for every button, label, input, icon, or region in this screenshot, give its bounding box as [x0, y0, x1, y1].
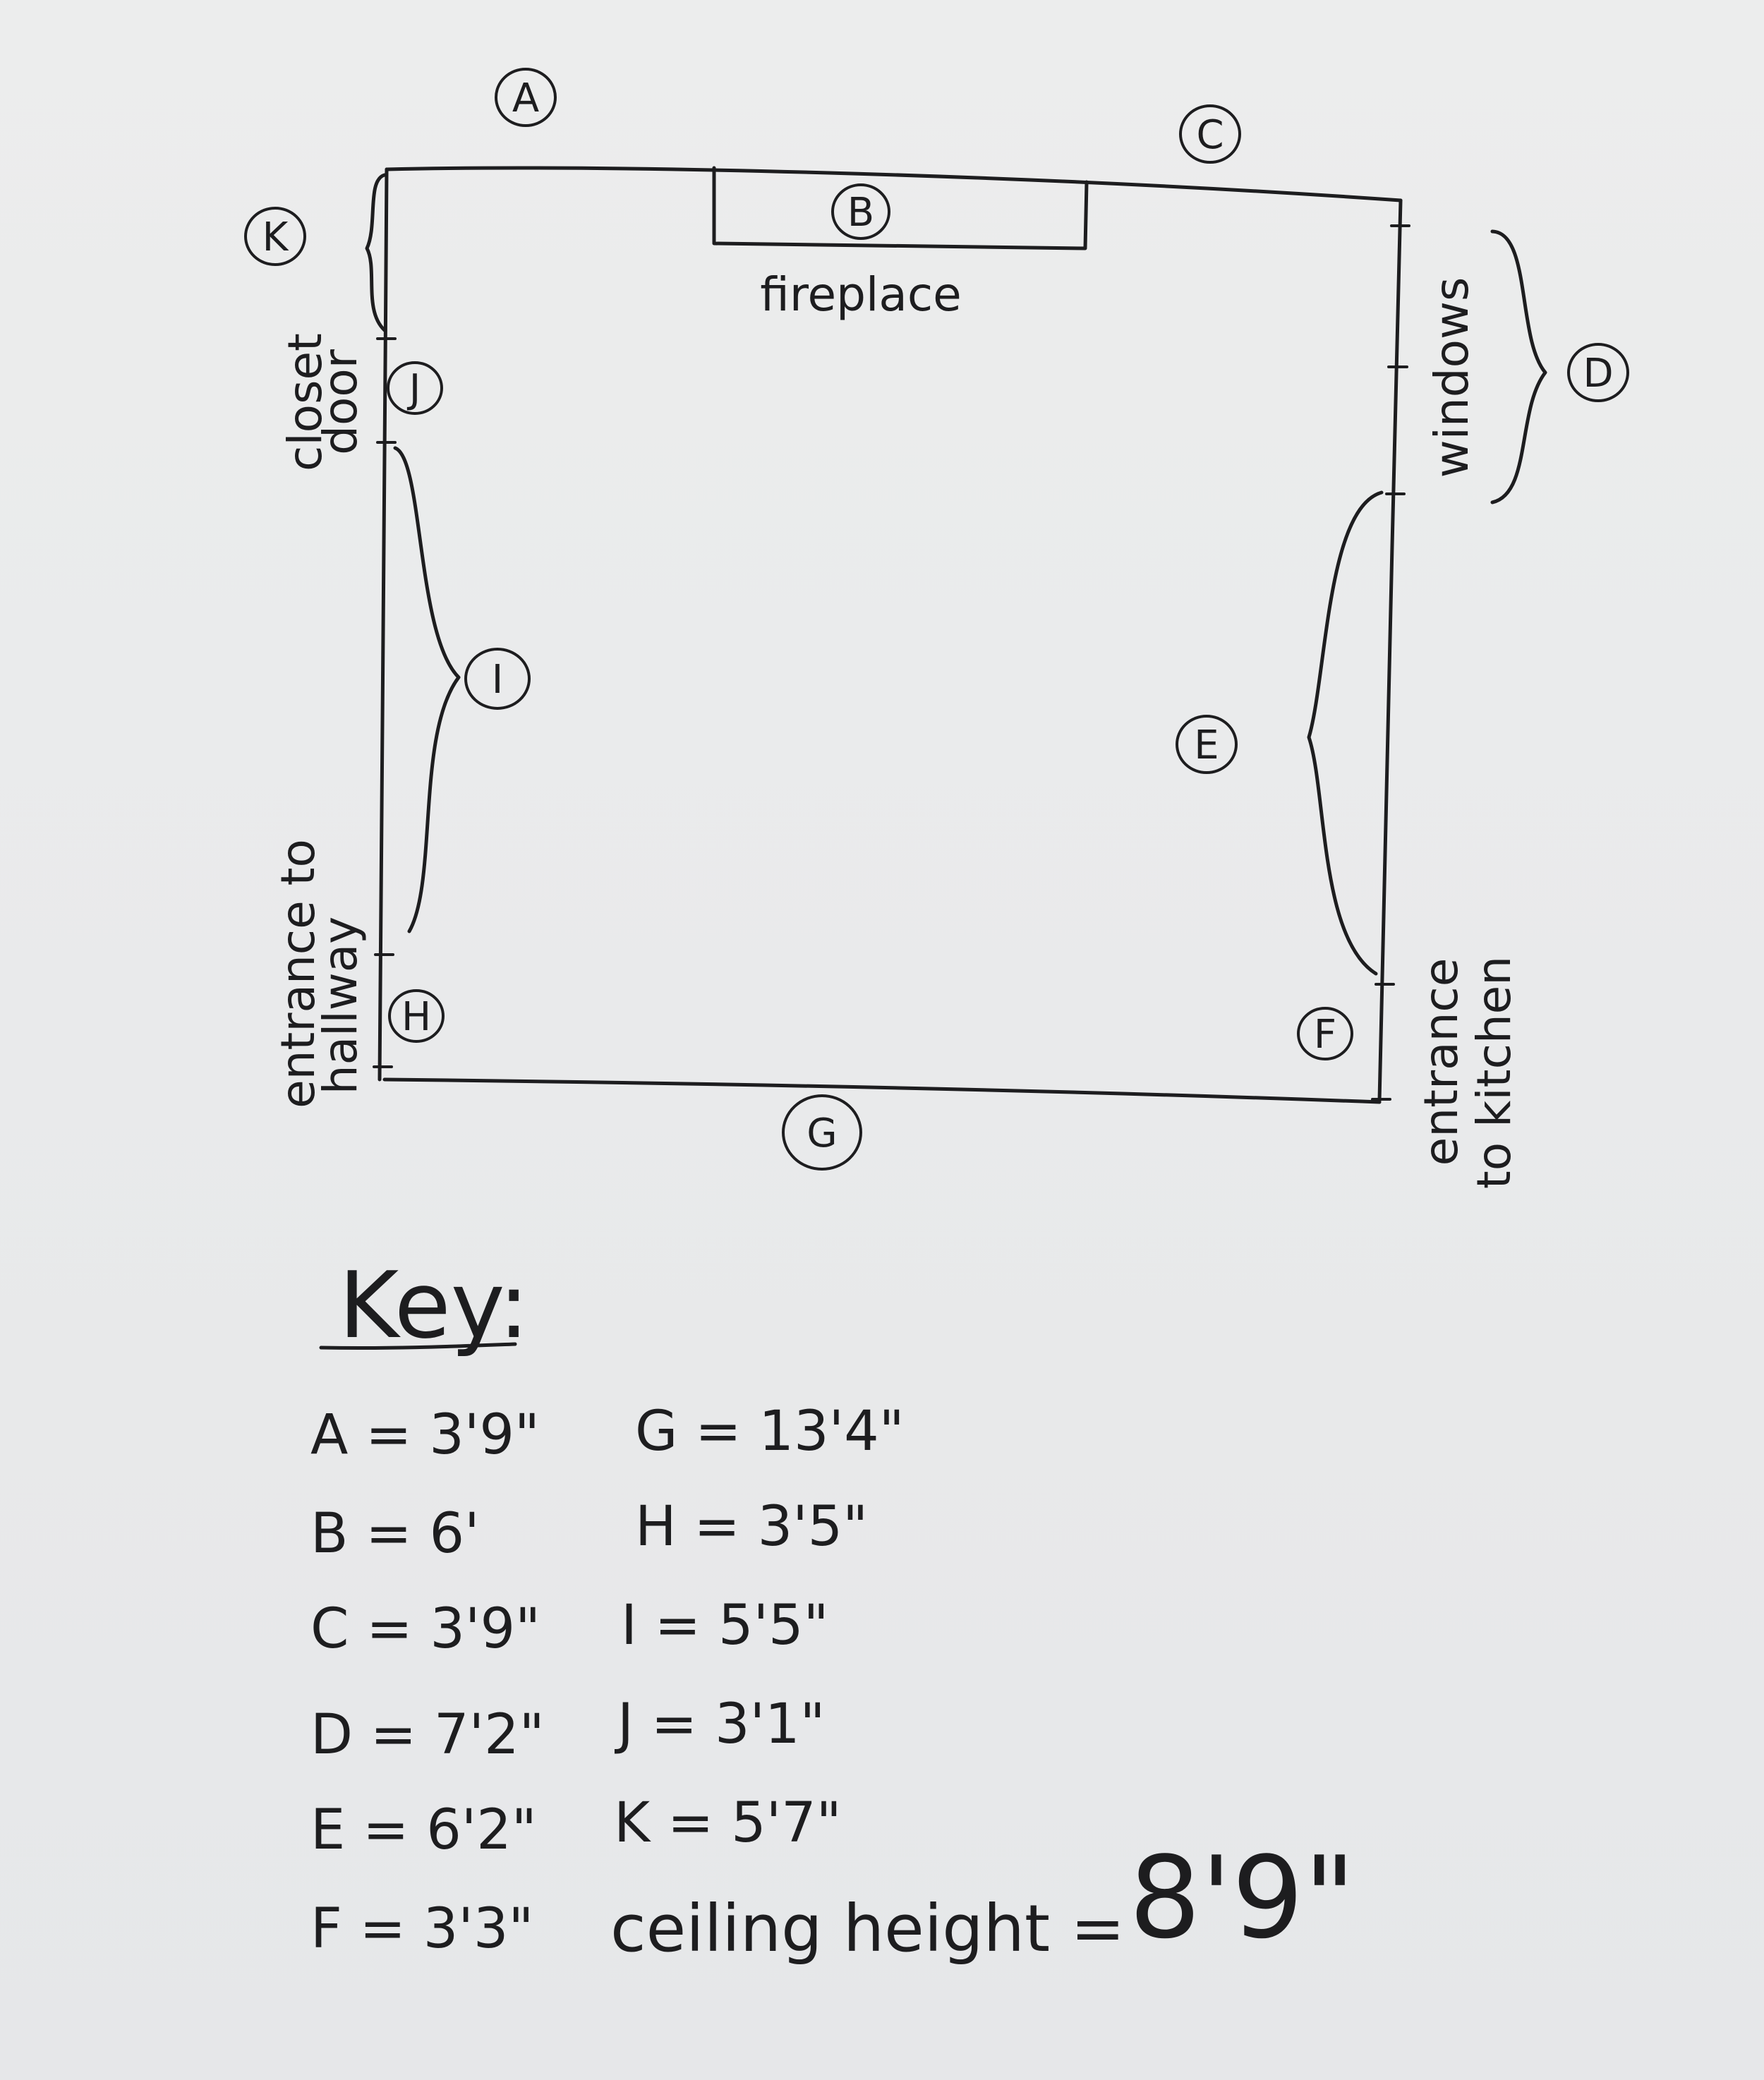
- svg-text:F: F: [1314, 1012, 1336, 1058]
- label-j: J: [387, 361, 443, 415]
- key-row: G = 13'4": [635, 1400, 905, 1463]
- hallway-label-line2: hallway: [313, 917, 368, 1094]
- wall-top: [385, 166, 1403, 202]
- ceiling-height-value: 8'9": [1129, 1832, 1355, 1964]
- label-g: G: [782, 1094, 862, 1171]
- wall-bottom: [382, 1077, 1382, 1104]
- svg-text:A: A: [512, 75, 539, 121]
- key-left-column: A = 3'9" B = 6' C = 3'9" D = 7'2" E = 6'…: [310, 1403, 545, 1961]
- brace-d: [1490, 229, 1547, 504]
- windows-label: windows: [1425, 277, 1479, 478]
- fireplace-box: [712, 166, 1089, 250]
- wall-left: [377, 167, 389, 1082]
- brace-k: [365, 173, 387, 332]
- key-underline: [319, 1342, 517, 1350]
- key-row: A = 3'9": [310, 1403, 540, 1467]
- svg-text:I: I: [492, 657, 504, 703]
- brace-e: [1307, 490, 1384, 976]
- key-row: B = 6': [310, 1502, 480, 1566]
- label-k: K: [244, 207, 306, 266]
- key-row: C = 3'9": [310, 1597, 540, 1661]
- svg-text:B: B: [847, 190, 874, 236]
- hallway-label-line1: entrance to: [271, 839, 325, 1108]
- svg-text:H: H: [401, 994, 431, 1040]
- brace-i: [393, 446, 461, 933]
- label-f: F: [1297, 1007, 1353, 1060]
- label-h: H: [388, 989, 445, 1043]
- key-right-column: G = 13'4" H = 3'5" I = 5'5" J = 3'1" K =…: [614, 1400, 905, 1855]
- kitchen-label-line2: to kitchen: [1467, 956, 1521, 1189]
- svg-text:D: D: [1583, 351, 1613, 397]
- key-row: F = 3'3": [310, 1897, 533, 1961]
- fireplace-label: fireplace: [760, 267, 961, 322]
- label-a: A: [495, 68, 557, 127]
- label-b: B: [831, 183, 890, 240]
- ceiling-height-label: ceiling height =: [610, 1891, 1125, 1966]
- svg-text:J: J: [407, 366, 421, 412]
- kitchen-label-line1: entrance: [1414, 958, 1468, 1166]
- closet-label-line2: door: [313, 349, 368, 455]
- label-d: D: [1567, 343, 1629, 402]
- label-i: I: [464, 648, 531, 710]
- key-title: Key:: [339, 1252, 529, 1359]
- closet-label-line1: closet: [278, 333, 332, 471]
- key-row: H = 3'5": [635, 1495, 868, 1559]
- key-row: K = 5'7": [614, 1791, 842, 1855]
- svg-text:K: K: [262, 214, 289, 260]
- wall-right: [1377, 198, 1403, 1103]
- key-row: I = 5'5": [621, 1594, 829, 1657]
- svg-text:G: G: [807, 1111, 837, 1156]
- tick-marks: [373, 224, 1410, 1101]
- key-row: J = 3'1": [614, 1693, 826, 1756]
- label-e: E: [1176, 715, 1238, 774]
- svg-text:C: C: [1196, 112, 1224, 158]
- key-row: D = 7'2": [310, 1703, 545, 1767]
- svg-text:E: E: [1194, 722, 1219, 768]
- label-c: C: [1179, 104, 1241, 164]
- key-row: E = 6'2": [310, 1798, 537, 1862]
